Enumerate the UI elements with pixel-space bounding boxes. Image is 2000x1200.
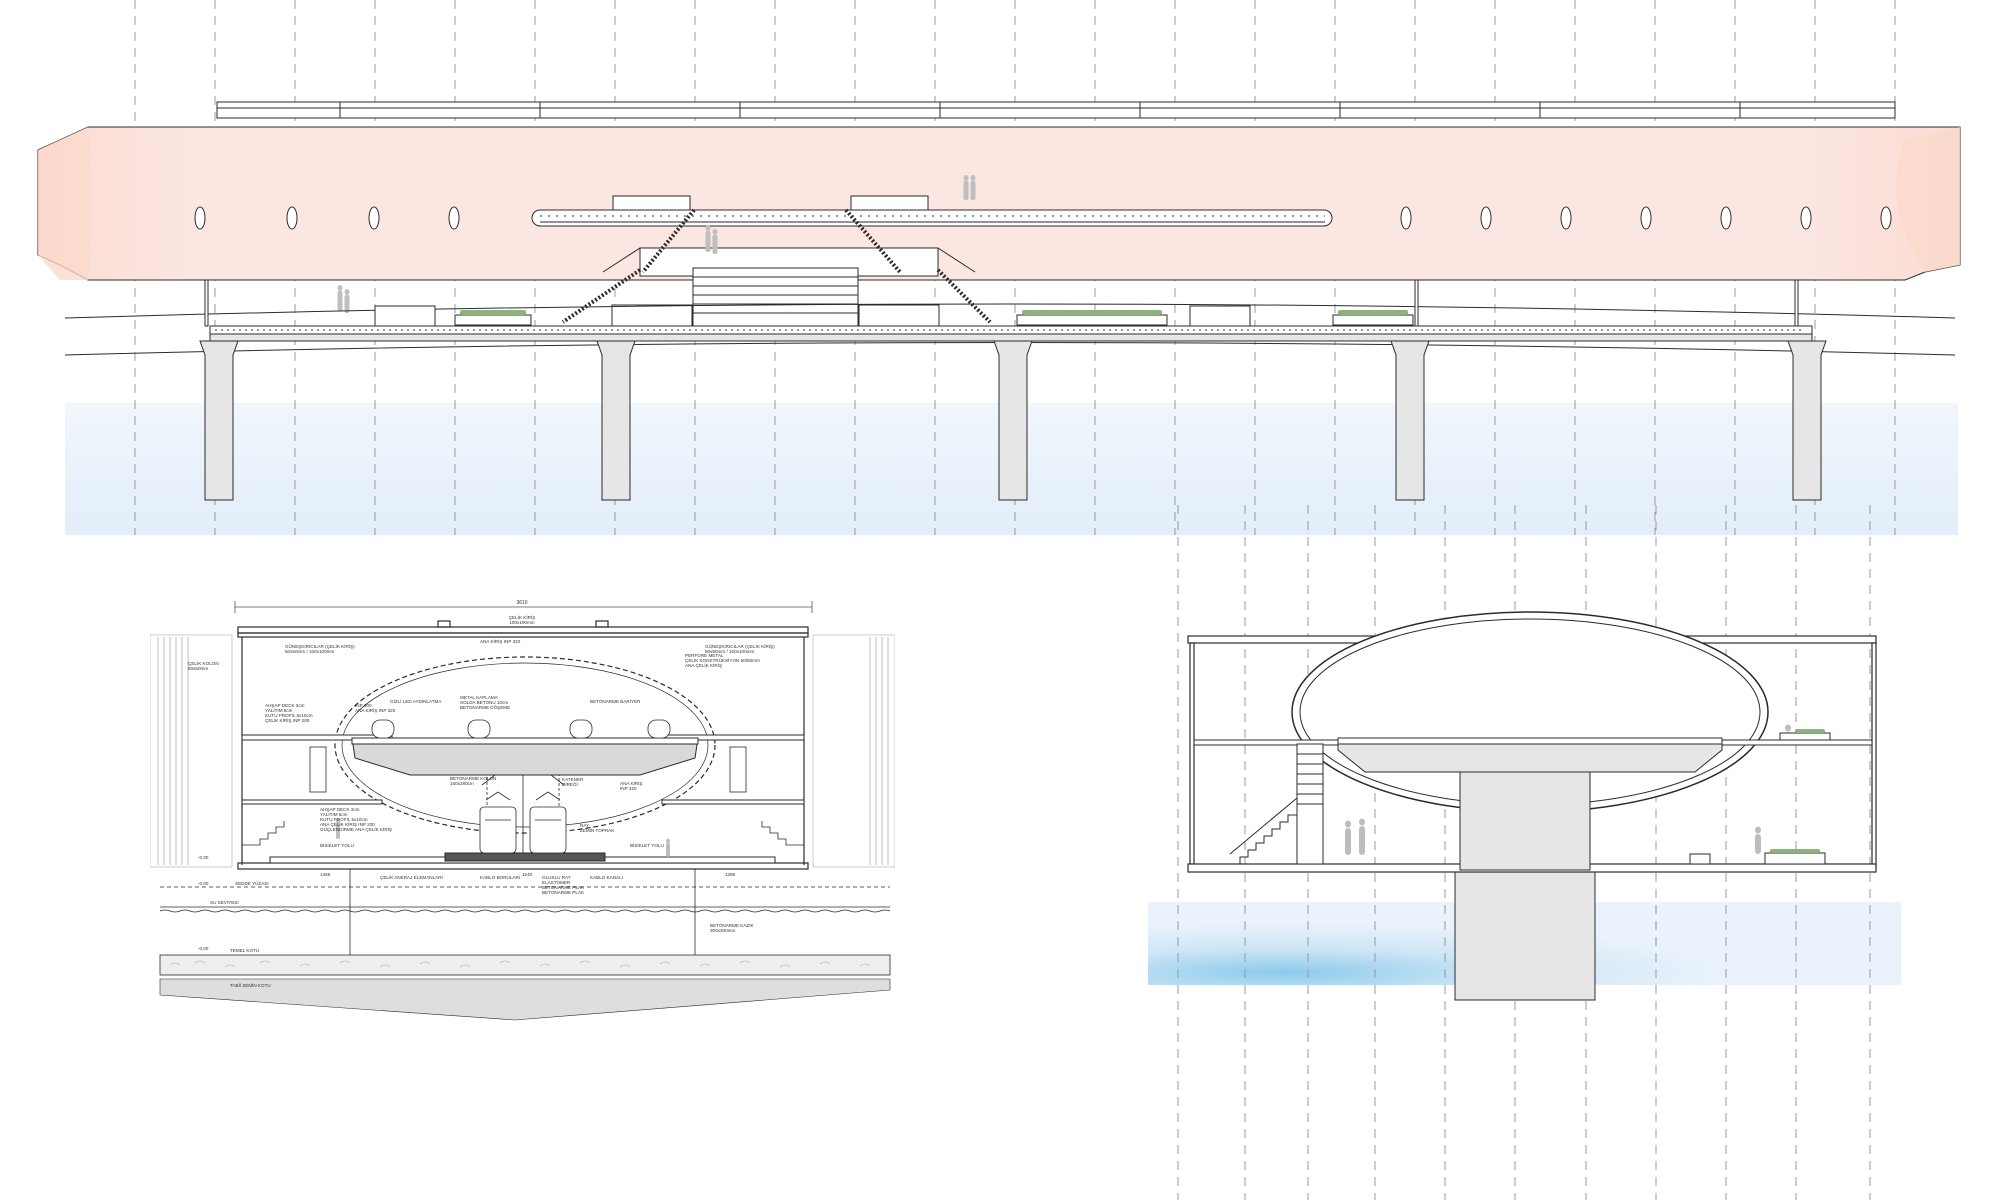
label-deck-low-1: AHŞAP DECK 3cm bbox=[320, 807, 360, 812]
label-truss-center: ANA KİRİŞ INP 320 bbox=[480, 638, 521, 644]
top-dimension bbox=[234, 601, 813, 613]
upper-walkway bbox=[531, 209, 1333, 227]
label-seabed: TABİİ ZEMİN KOTU bbox=[230, 982, 271, 988]
central-column bbox=[481, 774, 565, 854]
label-deck-low-2: YALITIM 5cm bbox=[320, 812, 348, 817]
label-foundation: TEMEL KOTU bbox=[230, 948, 259, 953]
label-catenary: KATENER bbox=[562, 777, 584, 782]
label-steel-column-dims: 50x50mm bbox=[188, 666, 208, 671]
label-deck-low-3: KUTU PROFİL 5x10cm bbox=[320, 816, 368, 822]
label-flood: SEDDE YÜZASI bbox=[235, 880, 269, 886]
label-rail-sys-2: ELASTOMER bbox=[542, 880, 571, 885]
label-deck-left-4: ÇELİK KİRİŞ INP 200 bbox=[265, 717, 310, 723]
label-sunshade-left-dims: 50x50mm / 100x100mm bbox=[285, 649, 334, 654]
human-figures bbox=[337, 175, 976, 313]
label-pile-dims: 300x300mm bbox=[710, 928, 735, 933]
label-concrete-column-dims: 160x280cm bbox=[450, 781, 474, 786]
ground-lines bbox=[159, 869, 891, 955]
label-rail-sys-3: BETONARME PLAK bbox=[542, 885, 585, 890]
floors bbox=[1193, 737, 1873, 773]
greenery bbox=[1770, 729, 1825, 853]
label-floor-concrete: SOLDA BETONU 10cm bbox=[460, 700, 508, 705]
label-catenary-sub: DİREĞİ bbox=[562, 781, 578, 787]
cross-section-simple bbox=[1148, 505, 1901, 1200]
stair bbox=[1229, 743, 1324, 865]
label-level-2: -0,00 bbox=[198, 881, 209, 886]
tube-ring-inner bbox=[341, 662, 709, 828]
cross-section-detailed: 3610 bbox=[150, 600, 895, 1021]
label-sunshade-left: GÜNEŞKIRICILAR (ÇELİK KİRİŞ) bbox=[285, 643, 355, 649]
label-dim-bottom-1: 1365 bbox=[320, 872, 331, 877]
tube-left-cap bbox=[38, 127, 92, 280]
label-steel-column: ÇELİK KOLON bbox=[188, 660, 219, 666]
label-main-beam-left: ANA KİRİŞ INP 320 bbox=[355, 707, 396, 713]
label-concrete-column: BETONARME KOLON bbox=[450, 776, 496, 781]
longitudinal-elevation bbox=[37, 0, 1961, 535]
side-stairs bbox=[242, 746, 804, 846]
label-dim-bottom-2: 1240 bbox=[522, 872, 533, 877]
label-beam-right-sub: INP 320 bbox=[620, 786, 637, 791]
label-level-3: -0,00 bbox=[198, 946, 209, 951]
label-deck-left-3: KUTU PROFİL 5x10cm bbox=[265, 712, 313, 718]
label-rail: RAY bbox=[580, 823, 589, 828]
label-perforated-sub1: ÇELİK KONSTRÜKSİYON 50/50mm bbox=[685, 657, 760, 663]
label-rail-sys-4: BETONARME PLAK bbox=[542, 890, 585, 895]
section-figures bbox=[1345, 724, 1791, 855]
label-metal-coating: METAL KAPLAMA bbox=[460, 695, 499, 700]
label-concrete-wall: BETONARME BARİYER bbox=[590, 698, 641, 704]
porthole-windows bbox=[194, 206, 1892, 230]
outer-frame bbox=[237, 620, 809, 870]
central-column bbox=[1459, 771, 1591, 871]
label-cable: ZEMİN TOPRAK bbox=[580, 827, 615, 833]
tube-right-cap bbox=[1896, 127, 1960, 272]
bridge-piers bbox=[199, 340, 1827, 501]
label-pipe-mid: KABLO BORULARI bbox=[480, 875, 520, 880]
label-pipe-left: ÇELİK ANKRAJ ELEMANLARI bbox=[380, 874, 443, 880]
roof-beam bbox=[216, 101, 1896, 119]
label-concrete-slab: BETONARME DÖŞEME bbox=[460, 704, 510, 710]
seabed-mass bbox=[159, 978, 891, 1021]
foundation-hatch bbox=[169, 960, 871, 968]
tube-ring-outer bbox=[334, 656, 716, 834]
planters bbox=[374, 305, 1414, 327]
label-cable-channel: KABLO KANALI bbox=[590, 875, 623, 880]
label-deck-left-1: AHŞAP DECK 3cm bbox=[265, 703, 305, 708]
side-louvres bbox=[150, 634, 895, 868]
label-deck-low-4: ANA ÇELİK KİRİŞ INP 200 bbox=[320, 821, 375, 827]
label-beam-inp: INP 300 bbox=[355, 703, 372, 708]
pile-column bbox=[1454, 871, 1596, 1001]
trains-lower bbox=[479, 791, 567, 854]
label-roof-beam-dims: 100x100mm bbox=[509, 620, 534, 625]
label-perforated: PERFORE METAL bbox=[685, 653, 724, 658]
label-water-level: SU SEVİYESİ bbox=[210, 899, 239, 905]
label-deck-low-5: GÜÇLENDİRME ANA ÇELİK KİRİŞ bbox=[320, 826, 392, 832]
label-pile: BETONARME KAZIK bbox=[710, 923, 755, 928]
section-figures bbox=[336, 818, 670, 857]
label-rail-sys-1: OLUKLU RAY bbox=[542, 875, 571, 880]
label-sunshade-right: GÜNEŞKIRICILAR (ÇELİK KİRİŞ) bbox=[705, 643, 775, 649]
label-roof-beam: ÇELİK KİRİŞ bbox=[509, 614, 536, 620]
label-level-1: -0,00 bbox=[198, 855, 209, 860]
upper-floor bbox=[241, 734, 805, 776]
label-bike-right: BİSİKLET YOLU bbox=[630, 842, 664, 848]
mid-deck-line bbox=[64, 303, 1956, 319]
label-perforated-sub2: ANA ÇELİK KİRİŞ bbox=[685, 662, 722, 668]
label-dim-bottom-3: 1365 bbox=[725, 872, 736, 877]
label-bike-left: BİSİKLET YOLU bbox=[320, 842, 354, 848]
tram-upper bbox=[371, 719, 671, 739]
label-beam-right: ANA KİRİŞ bbox=[620, 780, 642, 786]
tube-volume bbox=[37, 126, 1961, 281]
foundation-band bbox=[159, 954, 891, 976]
thin-columns bbox=[204, 279, 1799, 327]
label-led: GİZLİ LED AYDINLATMA bbox=[390, 698, 442, 704]
greenery bbox=[460, 310, 1408, 315]
dim-top: 3610 bbox=[516, 600, 527, 606]
label-deck-left-2: YALITIM 5cm bbox=[265, 708, 293, 713]
bridge-deck bbox=[209, 325, 1813, 342]
label-sunshade-right-dims: 50x50mm / 100x100mm bbox=[705, 649, 754, 654]
lower-floor bbox=[241, 799, 805, 864]
